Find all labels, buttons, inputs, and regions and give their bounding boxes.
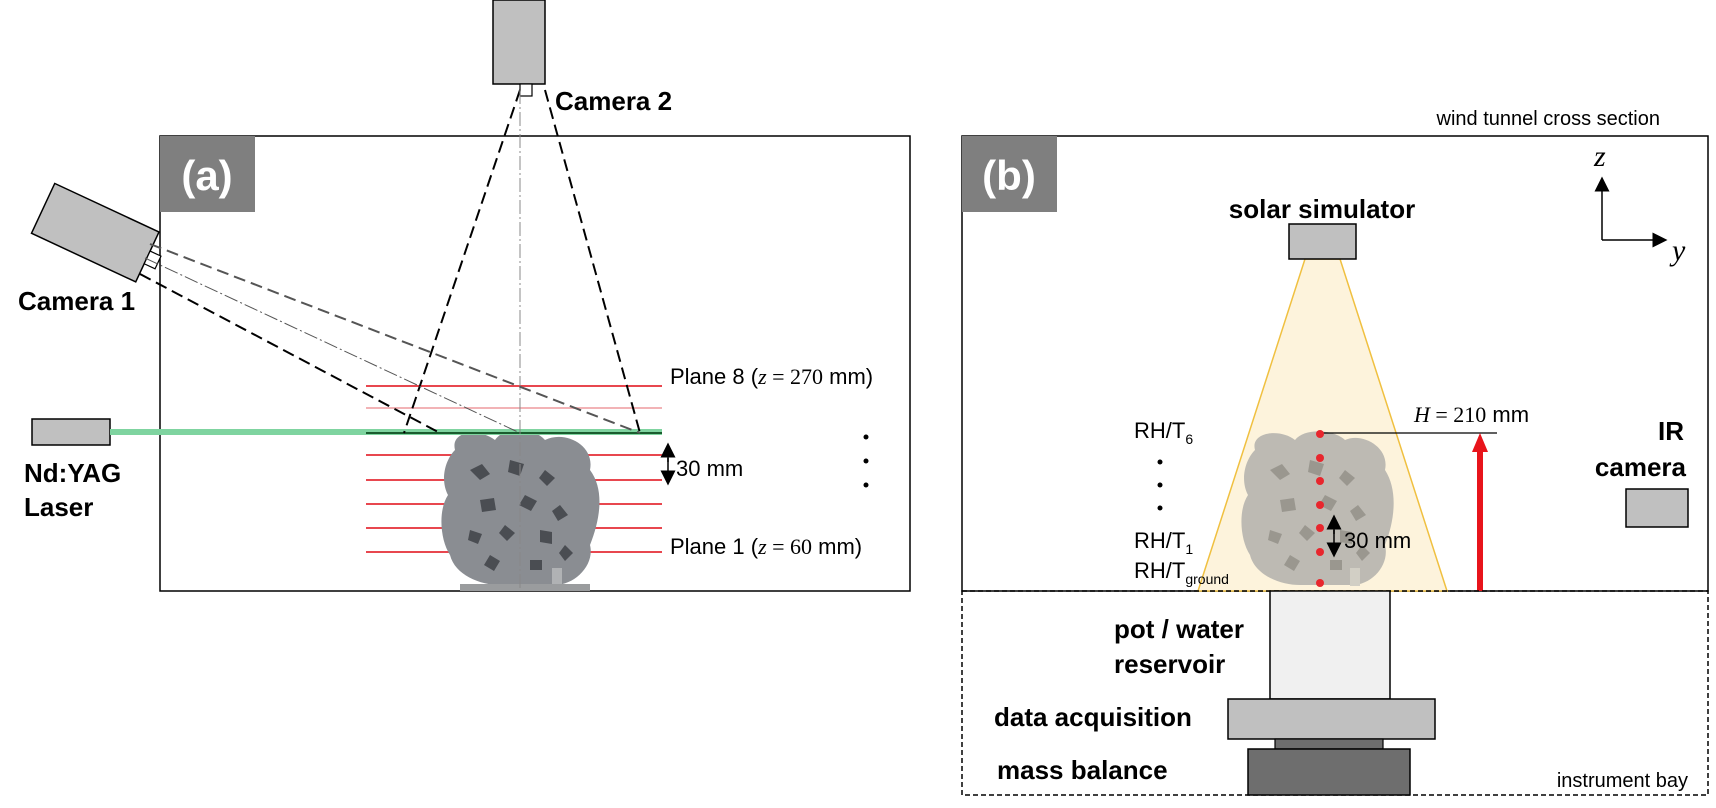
data-acquisition-label: data acquisition xyxy=(994,702,1192,732)
pot-label-line1: pot / water xyxy=(1114,614,1244,644)
camera-2-fov-right xyxy=(544,89,641,434)
camera-1-label: Camera 1 xyxy=(18,286,135,316)
sensor-dot xyxy=(1316,524,1324,532)
pot-label-line2: reservoir xyxy=(1114,649,1225,679)
ellipsis-dots-b xyxy=(1157,459,1163,511)
camera-2-body xyxy=(492,0,546,85)
ellipsis-dots-a xyxy=(863,434,869,488)
mass-balance-box xyxy=(1247,748,1411,796)
sensor-dot xyxy=(1316,579,1324,587)
plane-8-label: Plane 8 (z = 270 mm) xyxy=(670,364,873,389)
panel-a: (a) xyxy=(18,0,911,592)
plant-b-foliage xyxy=(1241,431,1394,585)
plant-stem xyxy=(552,568,562,586)
camera-2-fov-left xyxy=(403,89,521,434)
camera-1-lens xyxy=(143,250,162,270)
ir-camera-box xyxy=(1625,488,1689,528)
solar-simulator-box xyxy=(1288,223,1357,260)
panel-a-tag: (a) xyxy=(181,152,232,199)
sensor-column xyxy=(1316,430,1324,587)
laser-label-line2: Laser xyxy=(24,492,93,522)
camera-1-body xyxy=(30,182,160,283)
camera-2-label: Camera 2 xyxy=(555,86,672,116)
sensor-dot xyxy=(1316,548,1324,556)
sensor-dot xyxy=(1316,477,1324,485)
rh-t1-label: RH/T1 xyxy=(1134,528,1193,557)
plant-b-stem xyxy=(1350,568,1360,586)
rh-t6-label: RH/T6 xyxy=(1134,418,1193,447)
ir-camera-label-line1: IR xyxy=(1658,416,1684,446)
spacing-label-a: 30 mm xyxy=(676,456,743,481)
camera-1-fov-upper xyxy=(149,243,641,434)
height-arrow-head xyxy=(1472,433,1488,452)
camera-2-lens xyxy=(519,83,533,97)
solar-simulator-label: solar simulator xyxy=(1229,194,1415,224)
instrument-bay-label: instrument bay xyxy=(1557,770,1688,792)
balance-connector xyxy=(1274,738,1384,750)
panel-b-tag: (b) xyxy=(982,152,1036,199)
height-label: H = 210 mm xyxy=(1413,402,1529,427)
plant-b xyxy=(1241,431,1394,586)
plane-1-label: Plane 1 (z = 60 mm) xyxy=(670,534,862,559)
camera-1-axis xyxy=(144,257,521,434)
panel-b: wind tunnel cross section (b) z y solar … xyxy=(961,108,1709,796)
plant-b-foliage-dark xyxy=(1268,460,1370,571)
sensor-dot xyxy=(1316,454,1324,462)
y-axis-label: y xyxy=(1669,234,1686,267)
sensor-dot xyxy=(1316,501,1324,509)
ir-camera-label-line2: camera xyxy=(1595,452,1687,482)
panel-b-tag-bg xyxy=(962,136,1057,212)
rh-tground-label: RH/Tground xyxy=(1134,558,1229,587)
laser-box xyxy=(31,418,111,446)
sensor-dot xyxy=(1316,430,1324,438)
pot-reservoir-box xyxy=(1269,590,1391,700)
camera-1-fov-lower xyxy=(139,273,441,434)
plant-foliage-dark xyxy=(468,460,573,571)
plant-ground xyxy=(460,584,590,591)
camera-1 xyxy=(30,182,162,283)
section-label: wind tunnel cross section xyxy=(1436,108,1660,130)
data-acquisition-box xyxy=(1227,698,1436,740)
panel-a-tag-bg xyxy=(160,136,255,212)
laser-label-line1: Nd:YAG xyxy=(24,458,121,488)
plant-a xyxy=(441,429,600,591)
z-axis-label: z xyxy=(1593,140,1606,173)
mass-balance-label: mass balance xyxy=(997,755,1168,785)
spacing-label-b: 30 mm xyxy=(1344,528,1411,553)
